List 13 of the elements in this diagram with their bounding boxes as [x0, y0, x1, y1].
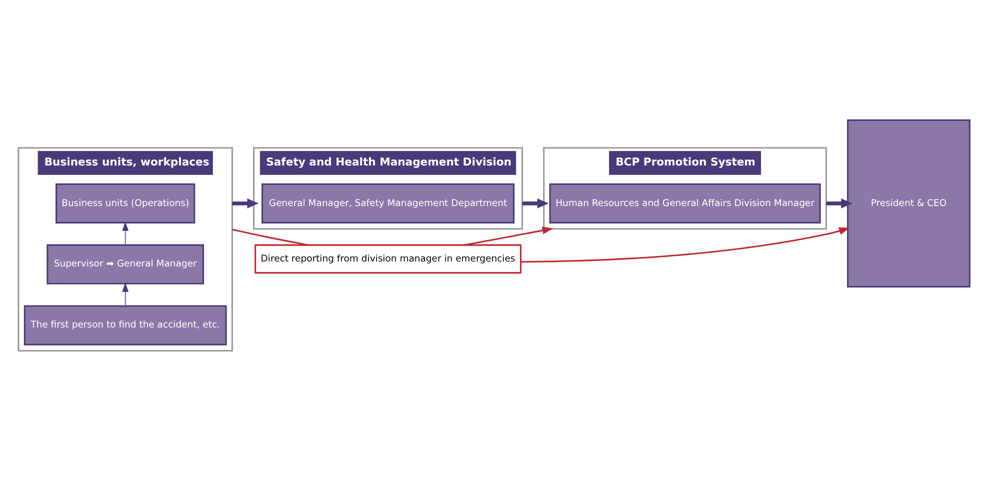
node-box: President & CEO: [847, 119, 970, 288]
arrow: [232, 198, 259, 208]
node-box: The first person to find the accident, etc.: [24, 305, 227, 346]
node-box: Business units (Operations): [56, 183, 196, 224]
node-box: Human Resources and General Affairs Division Manager: [549, 183, 821, 224]
node-box: Direct reporting from division manager in emergencies: [254, 244, 522, 274]
arrow: [122, 222, 129, 246]
arrow: [826, 198, 852, 208]
node-box: Supervisor ➡ General Manager: [46, 244, 204, 284]
arrow: [522, 198, 549, 208]
arrow: [520, 227, 850, 263]
node-box: General Manager, Safety Management Department: [262, 183, 515, 224]
arrow: [122, 282, 129, 306]
